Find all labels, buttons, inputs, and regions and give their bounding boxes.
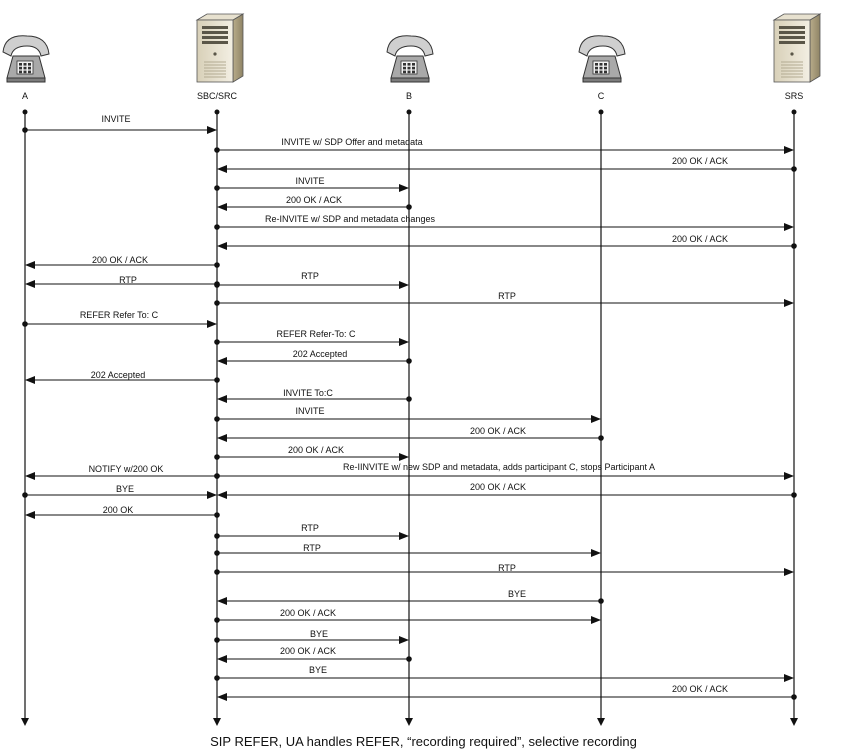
phone-icon	[578, 35, 626, 83]
lifeline-start-dot	[22, 109, 28, 115]
message-label: BYE	[116, 484, 134, 494]
message-label: 200 OK / ACK	[280, 608, 336, 618]
phone-icon	[2, 35, 50, 83]
lifeline-start-dot	[214, 109, 220, 115]
message: RTP	[214, 271, 409, 289]
message-label: INVITE w/ SDP Offer and metadata	[281, 137, 422, 147]
message-label: 200 OK / ACK	[672, 156, 728, 166]
message: BYE	[217, 589, 604, 605]
message-label: RTP	[303, 543, 321, 553]
message-label: 200 OK / ACK	[288, 445, 344, 455]
message-label: Re-INVITE w/ SDP and metadata changes	[265, 214, 435, 224]
message-label: 202 Accepted	[91, 370, 146, 380]
message: 200 OK / ACK	[217, 482, 797, 499]
message-label: Re-IINVITE w/ new SDP and metadata, adds…	[343, 462, 655, 472]
message: 200 OK / ACK	[214, 445, 409, 461]
message: 200 OK / ACK	[217, 646, 412, 663]
message: RTP	[214, 563, 794, 576]
participant-label-c: C	[598, 91, 605, 101]
message-label: 200 OK / ACK	[672, 684, 728, 694]
participant-label-b: B	[406, 91, 412, 101]
lifeline-end-arrow	[405, 718, 413, 726]
message: BYE	[22, 484, 217, 499]
message-label: 200 OK	[103, 505, 134, 515]
lifeline-start-dot	[598, 109, 604, 115]
server-icon	[772, 13, 822, 83]
message-label: 200 OK / ACK	[286, 195, 342, 205]
message: RTP	[25, 275, 220, 288]
message: INVITE	[214, 406, 601, 423]
message: INVITE To:C	[217, 388, 412, 403]
message-label: RTP	[301, 271, 319, 281]
diagram-caption: SIP REFER, UA handles REFER, “recording …	[210, 734, 637, 749]
lifeline-end-arrow	[21, 718, 29, 726]
message: Re-IINVITE w/ new SDP and metadata, adds…	[214, 462, 794, 480]
message-label: RTP	[498, 563, 516, 573]
message-label: 200 OK / ACK	[470, 426, 526, 436]
message: 202 Accepted	[217, 349, 412, 365]
message-label: BYE	[310, 629, 328, 639]
message: NOTIFY w/200 OK	[25, 464, 220, 480]
participant-label-srs: SRS	[785, 91, 804, 101]
message: REFER Refer To: C	[22, 310, 217, 328]
message: 200 OK / ACK	[217, 426, 604, 442]
message-label: 200 OK / ACK	[672, 234, 728, 244]
message: Re-INVITE w/ SDP and metadata changes	[214, 214, 794, 231]
message: 200 OK / ACK	[217, 684, 797, 701]
message: RTP	[214, 291, 794, 307]
message: BYE	[214, 665, 794, 682]
message: BYE	[214, 629, 409, 644]
message-label: 202 Accepted	[293, 349, 348, 359]
message: INVITE	[22, 114, 217, 134]
message-label: BYE	[508, 589, 526, 599]
message-label: INVITE To:C	[283, 388, 333, 398]
lifeline-end-arrow	[790, 718, 798, 726]
message: 200 OK / ACK	[217, 156, 797, 173]
message-label: RTP	[301, 523, 319, 533]
message: 200 OK	[25, 505, 220, 519]
message: RTP	[214, 523, 409, 540]
lifeline-start-dot	[406, 109, 412, 115]
message: 200 OK / ACK	[214, 608, 601, 624]
message: 200 OK / ACK	[217, 234, 797, 250]
message-label: RTP	[119, 275, 137, 285]
message-label: REFER Refer-To: C	[276, 329, 356, 339]
message-label: 200 OK / ACK	[280, 646, 336, 656]
message-label: NOTIFY w/200 OK	[89, 464, 164, 474]
message-label: 200 OK / ACK	[470, 482, 526, 492]
sequence-diagram: A SBC/SRC B C SRS INVITE INVITE w/ SDP Offer …	[2, 13, 822, 726]
message-label: 200 OK / ACK	[92, 255, 148, 265]
participant-label-sbc: SBC/SRC	[197, 91, 238, 101]
lifeline-end-arrow	[597, 718, 605, 726]
message-label: INVITE	[101, 114, 130, 124]
server-icon	[195, 13, 245, 83]
message-label: INVITE	[295, 406, 324, 416]
message: RTP	[214, 543, 601, 557]
message-label: RTP	[498, 291, 516, 301]
message: INVITE w/ SDP Offer and metadata	[214, 137, 794, 154]
lifeline-start-dot	[791, 109, 797, 115]
lifeline-end-arrow	[213, 718, 221, 726]
participant-label-a: A	[22, 91, 28, 101]
message: REFER Refer-To: C	[214, 329, 409, 346]
message: 200 OK / ACK	[25, 255, 220, 269]
message-label: BYE	[309, 665, 327, 675]
message-label: REFER Refer To: C	[80, 310, 159, 320]
phone-icon	[386, 35, 434, 83]
message-label: INVITE	[295, 176, 324, 186]
message: 202 Accepted	[25, 370, 220, 384]
message: INVITE	[214, 176, 409, 192]
message: 200 OK / ACK	[217, 195, 412, 211]
